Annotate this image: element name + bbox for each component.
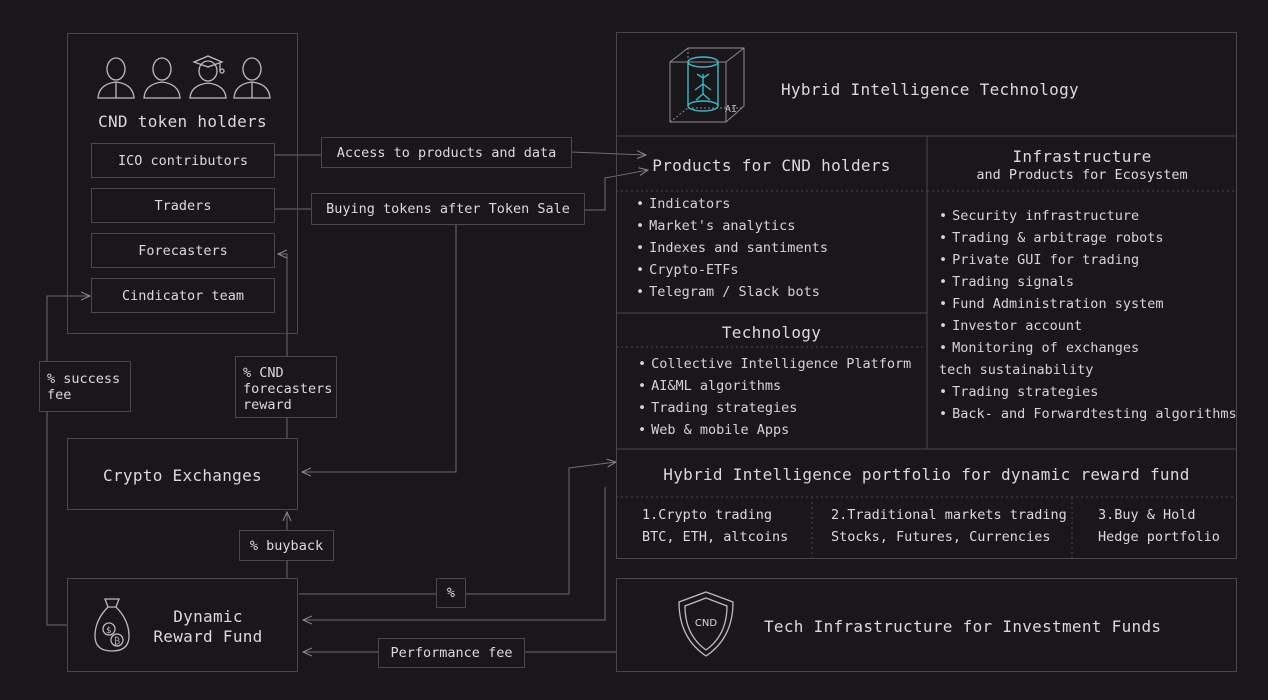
portfolio-title: Hybrid Intelligence portfolio for dynami… bbox=[663, 465, 1190, 484]
portfolio-col2-line1: 2.Traditional markets trading bbox=[831, 507, 1067, 523]
products-title: Products for CND holders bbox=[652, 156, 891, 175]
list-item: Market's analytics bbox=[636, 215, 828, 237]
list-item: Trading & arbitrage robots bbox=[939, 227, 1231, 249]
shield-icon: CND bbox=[678, 591, 734, 657]
flow-cnd-reward-label: % CND forecasters reward bbox=[235, 356, 337, 418]
portfolio-col3-line1: 3.Buy & Hold bbox=[1098, 507, 1196, 523]
hybrid-intelligence-panel bbox=[616, 32, 1237, 559]
list-item: Telegram / Slack bots bbox=[636, 281, 828, 303]
list-item: Private GUI for trading bbox=[939, 249, 1231, 271]
infrastructure-list: Security infrastructure Trading & arbitr… bbox=[939, 205, 1237, 425]
flow-success-fee-label: % success fee bbox=[39, 361, 131, 412]
infrastructure-title: Infrastructure bbox=[1012, 147, 1152, 166]
portfolio-col1-line1: 1.Crypto trading bbox=[642, 507, 773, 523]
fund-title-line2: Reward Fund bbox=[153, 627, 263, 646]
dynamic-reward-fund-box[interactable] bbox=[67, 578, 298, 672]
cnd-holders-panel bbox=[67, 33, 298, 334]
flow-buyback-label: % buyback bbox=[239, 530, 334, 561]
flow-access-label: Access to products and data bbox=[321, 137, 572, 168]
portfolio-col1-line2: BTC, ETH, altcoins bbox=[642, 529, 789, 545]
technology-title: Technology bbox=[721, 323, 822, 342]
holder-traders[interactable]: Traders bbox=[91, 188, 275, 223]
list-item: Trading signals bbox=[939, 271, 1231, 293]
crypto-exchanges-box[interactable] bbox=[67, 438, 298, 510]
list-item: Collective Intelligence Platform bbox=[638, 353, 911, 375]
list-item: Crypto-ETFs bbox=[636, 259, 828, 281]
tech-infrastructure-title: Tech Infrastructure for Investment Funds bbox=[764, 617, 1162, 636]
holder-forecasters[interactable]: Forecasters bbox=[91, 233, 275, 268]
flow-buying-label: Buying tokens after Token Sale bbox=[311, 193, 585, 225]
products-list: Indicators Market's analytics Indexes an… bbox=[636, 193, 828, 303]
holder-cindicator-team[interactable]: Cindicator team bbox=[91, 278, 275, 313]
ai-label: AI bbox=[725, 104, 737, 115]
svg-text:$: $ bbox=[106, 626, 111, 636]
list-item: Indexes and santiments bbox=[636, 237, 828, 259]
infrastructure-subtitle: and Products for Ecosystem bbox=[976, 167, 1188, 183]
list-item: Trading strategies bbox=[638, 397, 911, 419]
users-icon bbox=[97, 55, 271, 99]
list-item: Trading strategies bbox=[939, 381, 1231, 403]
portfolio-col2-line2: Stocks, Futures, Currencies bbox=[831, 529, 1051, 545]
list-item: Monitoring of exchanges tech sustainabil… bbox=[939, 337, 1179, 381]
cnd-holders-title: CND token holders bbox=[98, 112, 267, 131]
portfolio-col3-line2: Hedge portfolio bbox=[1098, 529, 1220, 545]
list-item: AI&ML algorithms bbox=[638, 375, 911, 397]
crypto-exchanges-title: Crypto Exchanges bbox=[103, 466, 262, 485]
shield-badge-label: CND bbox=[695, 618, 717, 629]
flow-percent-label: % bbox=[436, 578, 466, 608]
list-item: Investor account bbox=[939, 315, 1231, 337]
flow-performance-fee-label: Performance fee bbox=[378, 638, 525, 668]
hybrid-intelligence-title: Hybrid Intelligence Technology bbox=[781, 80, 1079, 99]
svg-text:₿: ₿ bbox=[114, 636, 120, 647]
fund-title-line1: Dynamic bbox=[173, 607, 243, 626]
technology-list: Collective Intelligence Platform AI&ML a… bbox=[638, 353, 911, 441]
tech-infrastructure-box[interactable] bbox=[616, 578, 1237, 672]
money-bag-icon: $ ₿ bbox=[94, 598, 130, 652]
list-item: Security infrastructure bbox=[939, 205, 1231, 227]
ai-cube-icon: AI bbox=[669, 47, 745, 123]
list-item: Back- and Forwardtesting algorithms bbox=[939, 403, 1236, 425]
list-item: Web & mobile Apps bbox=[638, 419, 911, 441]
holder-ico-contributors[interactable]: ICO contributors bbox=[91, 143, 275, 178]
list-item: Fund Administration system bbox=[939, 293, 1231, 315]
list-item: Indicators bbox=[636, 193, 828, 215]
